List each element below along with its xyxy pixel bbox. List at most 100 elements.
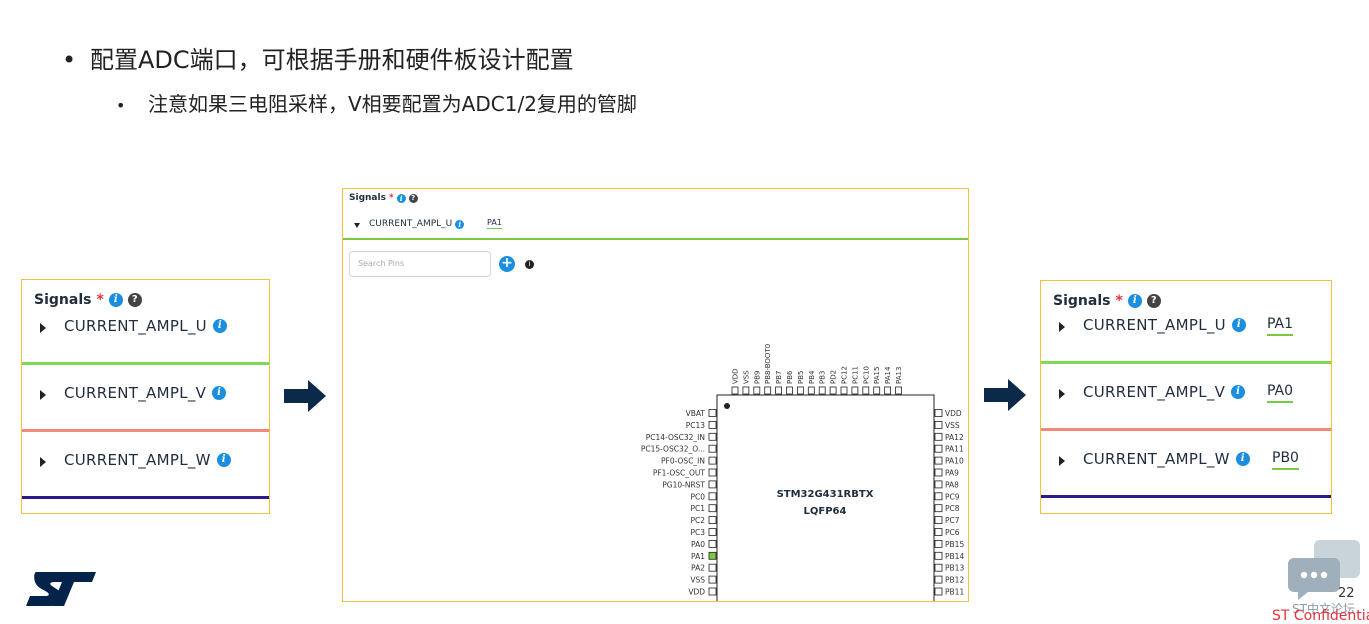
chip-pin-label: PC9 [945, 492, 960, 501]
info-icon[interactable]: i [216, 453, 231, 467]
info-icon[interactable]: i [1231, 318, 1246, 332]
chip-pin-pc0[interactable] [708, 492, 717, 501]
chip-pin-label: PB9 [753, 371, 761, 384]
chip-pin-pb3[interactable] [818, 386, 826, 395]
chip-pin-pc10[interactable] [862, 386, 870, 395]
assigned-pin[interactable]: PA1 [487, 218, 502, 229]
help-icon[interactable]: ? [1146, 294, 1161, 308]
chip-pin-pb7[interactable] [775, 386, 783, 395]
signals-title: Signals [1053, 293, 1111, 309]
chip-pin-label: PB8-BOOT0 [764, 344, 772, 384]
chip-pin-pc11[interactable] [851, 386, 859, 395]
help-icon[interactable]: ? [408, 193, 418, 203]
chip-pin-pc13[interactable] [708, 420, 717, 429]
bullet-sub: •注意如果三电阻采样，V相要配置为ADC1/2复用的管脚 [116, 88, 637, 117]
chip-pin-pa2[interactable] [708, 563, 717, 572]
info-icon[interactable]: i [1127, 294, 1142, 308]
chip-pin-vss[interactable] [934, 420, 943, 429]
info-icon[interactable]: i [212, 386, 227, 400]
chip-pin-label: PB3 [819, 371, 827, 384]
chip-pin-label: PA1 [691, 552, 705, 561]
chip-pin-pc7[interactable] [934, 516, 943, 525]
chip-pin-pb5[interactable] [796, 386, 804, 395]
signal-name: CURRENT_AMPL_U [1083, 316, 1226, 334]
chip-pin-pa10[interactable] [934, 456, 943, 465]
chip-pin-pb14[interactable] [934, 551, 943, 560]
collapse-caret-icon[interactable] [354, 223, 360, 228]
add-button[interactable]: + [499, 256, 515, 272]
chip-pin-pb11[interactable] [934, 587, 943, 596]
signal-color-line [22, 362, 269, 365]
chip-pin-pa9[interactable] [934, 468, 943, 477]
chip-pin-label: PD2 [830, 370, 838, 384]
chip-pin-pa8[interactable] [934, 480, 943, 489]
expand-caret-icon[interactable] [40, 390, 46, 400]
forum-watermark: ST中文论坛 [1292, 602, 1355, 616]
chip-pin-vss[interactable] [742, 386, 750, 395]
chip-pin-pc1[interactable] [708, 504, 717, 513]
info-icon[interactable]: i [1235, 452, 1250, 466]
chip-pin-pb8-boot0[interactable] [764, 386, 772, 395]
chip-pin-pc14-osc32_in[interactable] [708, 432, 717, 441]
chip-pin-pa15[interactable] [873, 386, 881, 395]
assigned-pin[interactable]: PB0 [1272, 450, 1299, 470]
signal-row-u[interactable]: CURRENT_AMPL_U i PA1 [1041, 300, 1331, 364]
chip-pin-pb13[interactable] [934, 563, 943, 572]
signal-color-line [1041, 428, 1331, 431]
search-pins-input[interactable]: Search Pins [349, 251, 491, 277]
chip-pin-vss[interactable] [708, 575, 717, 584]
chip-pin-pc15-osc32_o...[interactable] [708, 444, 717, 453]
info-icon[interactable]: i [455, 219, 465, 229]
chip-pin-pc3[interactable] [708, 528, 717, 536]
chip-pin-pa1[interactable] [708, 551, 717, 560]
required-mark: * [1115, 293, 1123, 309]
chip-pin-vdd[interactable] [934, 409, 943, 417]
info-icon[interactable]: i [1231, 385, 1246, 399]
assigned-pin[interactable]: PA1 [1267, 316, 1294, 336]
chip-pin-pc2[interactable] [708, 516, 717, 525]
chip-pin-pc9[interactable] [934, 492, 943, 501]
chip-pin-pg10-nrst[interactable] [708, 480, 717, 489]
info-icon[interactable]: i [525, 260, 534, 269]
chip-pin-pb9[interactable] [753, 386, 761, 395]
chip-pin-pb15[interactable] [934, 539, 943, 548]
chip-pin-pa14[interactable] [884, 386, 891, 395]
chip-pin-pa13[interactable] [895, 386, 902, 395]
chip-pin-pd2[interactable] [829, 386, 837, 395]
chip-pin-pb4[interactable] [807, 386, 815, 395]
info-icon[interactable]: i [212, 319, 227, 333]
chip-pin-pc8[interactable] [934, 504, 943, 513]
chip-pin-vbat[interactable] [708, 409, 717, 417]
assigned-pin[interactable]: PA0 [1267, 383, 1294, 403]
chip-pin-pb6[interactable] [786, 386, 793, 395]
chip-pin-label: PC15-OSC32_O... [641, 445, 705, 454]
expand-caret-icon[interactable] [1059, 456, 1065, 466]
chip-pin-pf0-osc_in[interactable] [708, 456, 717, 465]
chip-pin-pa12[interactable] [934, 432, 943, 441]
chip-pin-pf1-osc_out[interactable] [708, 468, 717, 477]
chip-pin-pc6[interactable] [934, 528, 943, 536]
chip-pin-pa0[interactable] [708, 539, 717, 548]
chip-pin-label: PB4 [808, 370, 816, 384]
info-icon[interactable]: i [396, 193, 406, 203]
chip-pin-label: PB14 [945, 552, 964, 561]
chip-pin-vdd[interactable] [708, 587, 717, 596]
chip-pin-pb12[interactable] [934, 575, 943, 584]
chip-pin-pc12[interactable] [840, 386, 848, 395]
info-icon[interactable]: i [108, 293, 123, 307]
chip-pin-pa11[interactable] [934, 444, 943, 453]
expand-caret-icon[interactable] [1059, 389, 1065, 399]
bullet-sub-text: 注意如果三电阻采样，V相要配置为ADC1/2复用的管脚 [148, 92, 637, 116]
help-icon[interactable]: ? [127, 293, 142, 307]
expand-caret-icon[interactable] [40, 323, 46, 333]
chip-pin-label: PB13 [945, 564, 964, 573]
expand-caret-icon[interactable] [1059, 322, 1065, 332]
expand-caret-icon[interactable] [40, 457, 46, 467]
chip-pin-vdd[interactable] [731, 386, 739, 395]
